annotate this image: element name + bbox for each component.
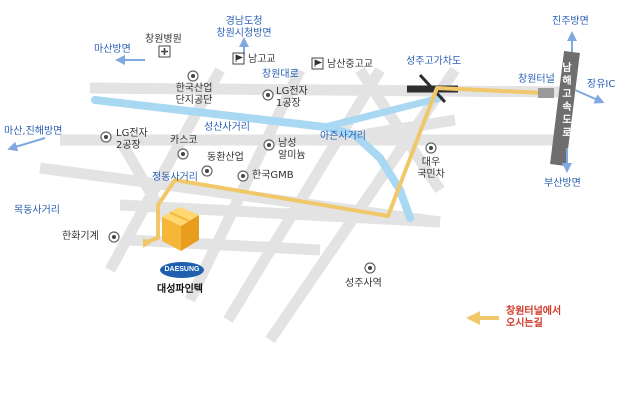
direction-city-hall: 경남도청 창원시청방면 — [216, 16, 272, 39]
route-path — [142, 86, 546, 245]
route-arrowhead — [143, 238, 151, 248]
label-kasco: 카스코 — [170, 135, 198, 146]
label-namsung: 남성 알미늄 — [278, 138, 306, 161]
direction-jangyu-ic: 장유IC — [587, 79, 616, 90]
label-seongju-station: 성주사역 — [345, 278, 382, 289]
label-namsan: 남산중고교 — [327, 59, 373, 70]
river — [91, 96, 414, 222]
direction-masan-jinhae: 마산,진해방면 — [4, 126, 63, 137]
road-mokdong: 목동사거리 — [14, 205, 60, 216]
hospital-icon — [158, 45, 171, 58]
label-hospital: 창원병원 — [145, 34, 182, 45]
highway-name: 남 해 고 속 도 로 — [562, 63, 572, 139]
school-icon-namsan — [311, 57, 324, 70]
direction-busan: 부산방면 — [544, 178, 581, 189]
tunnel-block — [538, 88, 554, 98]
company-name: 대성파인텍 — [157, 284, 203, 295]
road-seongsan: 성산사거리 — [204, 122, 250, 133]
label-industrial-complex: 한국산업 단지공단 — [175, 83, 213, 106]
company-logo-text: DAESUNG — [164, 266, 200, 273]
road-segment — [265, 66, 460, 344]
river-branch — [321, 94, 444, 131]
school-icon-namgo — [232, 52, 245, 65]
label-daewoo: 대우 국민차 — [417, 157, 445, 180]
label-hanwha: 한화기계 — [62, 231, 99, 242]
highway-road — [550, 51, 580, 166]
arrow-jangyu — [574, 89, 605, 104]
overpass-crossing — [418, 73, 447, 104]
road-segment — [119, 199, 441, 228]
tunnel-label: 창원터널 — [518, 74, 555, 85]
direction-masan: 마산방면 — [94, 44, 131, 55]
road-seongju-overpass: 성주고가차도 — [406, 56, 462, 67]
company-logo: DAESUNG — [160, 262, 204, 278]
road-segment — [105, 67, 225, 273]
label-gmb: 한국GMB — [252, 170, 294, 181]
label-lg-plant1: LG전자 1공장 — [276, 86, 308, 109]
road-segment — [223, 67, 385, 323]
label-lg-plant2: LG전자 2공장 — [116, 128, 148, 151]
road-changwon-daero: 창원대로 — [262, 69, 299, 80]
company-box-icon — [162, 207, 199, 251]
legend-arrow-icon — [466, 311, 499, 325]
road-segment — [129, 234, 321, 256]
road-segment — [355, 66, 445, 194]
direction-jinju: 진주방면 — [552, 16, 589, 27]
road-segment — [185, 67, 305, 303]
arrow-masan-jinhae — [7, 137, 46, 152]
label-donghwan: 동환산업 — [207, 152, 244, 163]
road-jeongdong: 정동사거리 — [152, 172, 198, 183]
road-ajeon: 아즌사거리 — [320, 131, 366, 142]
legend-text: 창원터널에서 오시는길 — [506, 306, 562, 329]
label-namgo: 남고교 — [248, 54, 276, 65]
